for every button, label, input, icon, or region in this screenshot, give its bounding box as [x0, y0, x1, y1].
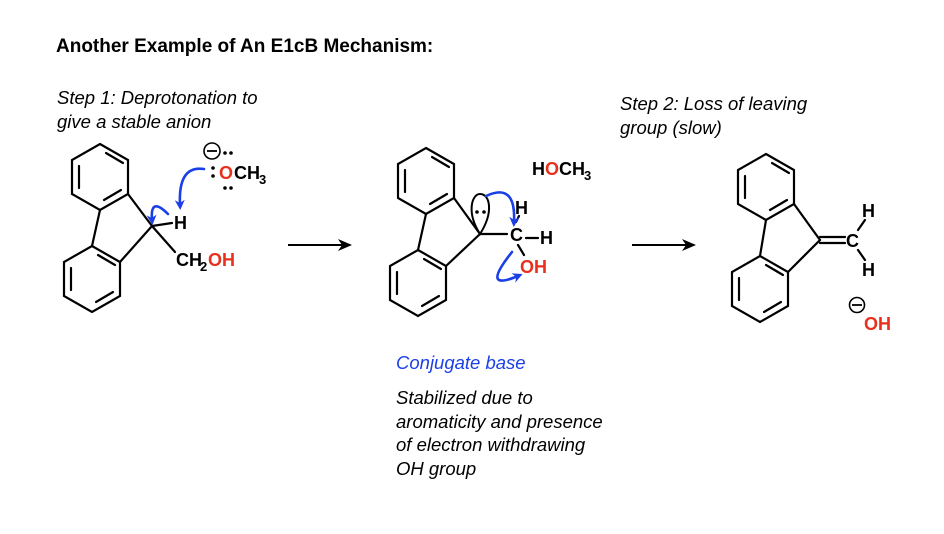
h-atom-3a: H: [862, 201, 875, 221]
top-benzene-ring: [70, 142, 130, 212]
step1-line2: give a stable anion: [57, 111, 212, 132]
ch3-group-methoxide: CH: [234, 163, 260, 183]
hydroxide-ion: OH: [848, 296, 891, 334]
stab-line2: aromaticity and presence: [396, 410, 603, 432]
ch3-group-methanol: CH: [559, 159, 585, 179]
negative-charge-icon-2: [848, 296, 866, 314]
bottom-benzene-ring-2: [388, 248, 448, 318]
subscript-2: 2: [200, 259, 207, 274]
conjugate-base-label: Conjugate base: [396, 352, 526, 373]
ch-group-1: CH: [176, 250, 202, 270]
h-atom-2b: H: [540, 228, 553, 248]
stab-line1: Stabilized due to: [396, 387, 533, 408]
methanol: H O CH 3: [532, 159, 591, 183]
c-atom-2: C: [510, 225, 523, 245]
o-atom-methanol: O: [545, 159, 559, 179]
conjugate-base-molecule: C H H OH: [388, 146, 553, 318]
oh-group-1: OH: [208, 250, 235, 270]
top-benzene-ring-3: [736, 152, 796, 222]
curly-arrow-lone-pair: [174, 167, 206, 210]
curly-arrow-co-bond: [496, 250, 523, 283]
bottom-benzene-ring-3: [730, 254, 790, 324]
h-atom-methanol: H: [532, 159, 545, 179]
stab-line4: OH group: [396, 457, 477, 479]
step2-caption: Step 2: Loss of leaving group (slow): [620, 92, 807, 140]
subscript-3: 3: [259, 172, 266, 187]
h-atom-3b: H: [862, 260, 875, 280]
subscript-3-methanol: 3: [584, 168, 591, 183]
fluorenylmethanol-molecule: H CH 2 OH: [62, 142, 235, 314]
curly-arrow-ch-bond: [146, 205, 170, 225]
dibenzofulvene-molecule: C H H: [730, 152, 875, 324]
stab-line3: of electron withdrawing: [396, 434, 586, 455]
top-benzene-ring-2: [396, 146, 456, 216]
step2-line1: Step 2: Loss of leaving: [620, 93, 808, 114]
bottom-benzene-ring: [62, 244, 122, 314]
methoxide-ion: O CH 3: [174, 142, 266, 210]
step1-caption: Step 1: Deprotonation to give a stable a…: [57, 86, 258, 134]
negative-charge-icon: [203, 142, 221, 160]
step2-line2: group (slow): [620, 117, 722, 138]
stabilization-note: Stabilized due to aromaticity and presen…: [396, 386, 603, 480]
h-atom-2a: H: [515, 198, 528, 218]
page-title: Another Example of An E1cB Mechanism:: [56, 36, 434, 57]
curly-arrow-lone-pair-2: [484, 191, 520, 227]
h-atom-1: H: [174, 213, 187, 233]
step1-line1: Step 1: Deprotonation to: [57, 87, 258, 108]
p-orbital-lobe: [470, 192, 490, 236]
c-atom-3: C: [846, 231, 859, 251]
oh-group-hydroxide: OH: [864, 314, 891, 334]
o-atom-methoxide: O: [219, 163, 233, 183]
oh-group-2: OH: [520, 257, 547, 277]
